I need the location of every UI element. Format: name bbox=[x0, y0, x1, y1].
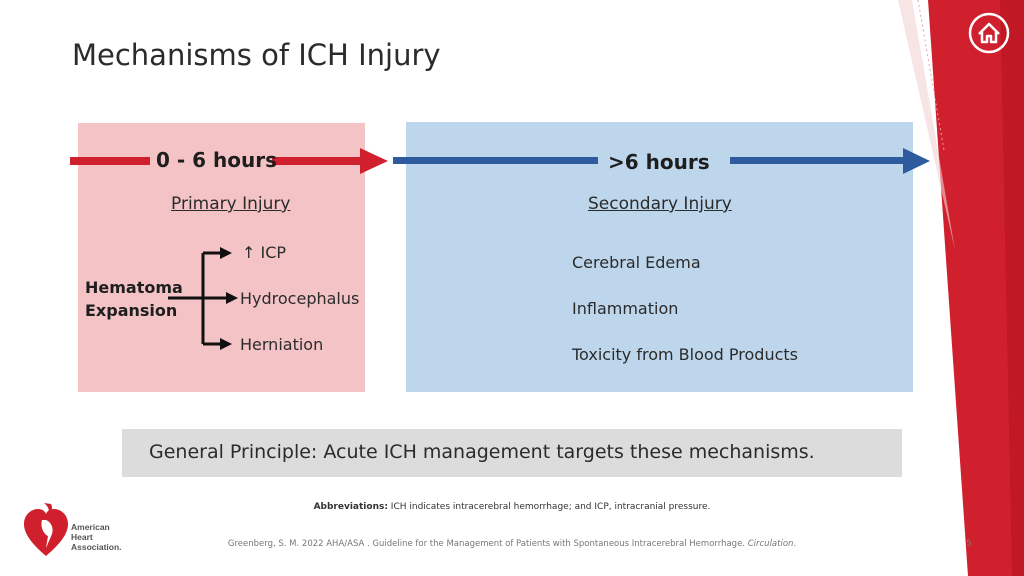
abbreviations-text: ICH indicates intracerebral hemorrhage; … bbox=[387, 502, 711, 512]
primary-injury-label: Primary Injury bbox=[171, 194, 291, 214]
logo-line-2: Heart bbox=[71, 532, 93, 542]
secondary-item-edema: Cerebral Edema bbox=[572, 253, 701, 272]
citation-text: Greenberg, S. M. 2022 AHA/ASA . Guidelin… bbox=[227, 539, 748, 549]
citation-end: . bbox=[793, 539, 797, 549]
citation-journal: Circulation bbox=[747, 539, 794, 549]
general-principle-text: General Principle: Acute ICH management … bbox=[149, 441, 815, 463]
secondary-item-toxicity: Toxicity from Blood Products bbox=[572, 345, 798, 364]
slide-title: Mechanisms of ICH Injury bbox=[72, 38, 441, 72]
outcome-icp: ↑ ICP bbox=[242, 243, 287, 262]
hematoma-expansion-label: Hematoma Expansion bbox=[85, 278, 183, 320]
logo-line-3: Association. bbox=[71, 542, 122, 552]
outcome-herniation: Herniation bbox=[240, 335, 324, 354]
secondary-injury-label: Secondary Injury bbox=[588, 194, 732, 214]
secondary-item-inflammation: Inflammation bbox=[572, 299, 679, 318]
home-button[interactable] bbox=[968, 12, 1010, 54]
late-time-label: >6 hours bbox=[608, 150, 710, 174]
home-icon bbox=[968, 12, 1010, 54]
abbreviations-note: Abbreviations: ICH indicates intracerebr… bbox=[0, 502, 1024, 512]
general-principle-box: General Principle: Acute ICH management … bbox=[122, 429, 902, 477]
secondary-injury-panel bbox=[406, 122, 913, 392]
aha-logo: American Heart Association. bbox=[22, 500, 132, 558]
page-number: 5 bbox=[966, 539, 972, 549]
abbreviations-label: Abbreviations: bbox=[313, 502, 388, 512]
heart-torch-icon bbox=[24, 503, 68, 556]
outcome-hydrocephalus: Hydrocephalus bbox=[240, 289, 360, 308]
early-time-label: 0 - 6 hours bbox=[156, 148, 278, 172]
logo-line-1: American bbox=[71, 522, 110, 532]
citation: Greenberg, S. M. 2022 AHA/ASA . Guidelin… bbox=[0, 539, 1024, 549]
